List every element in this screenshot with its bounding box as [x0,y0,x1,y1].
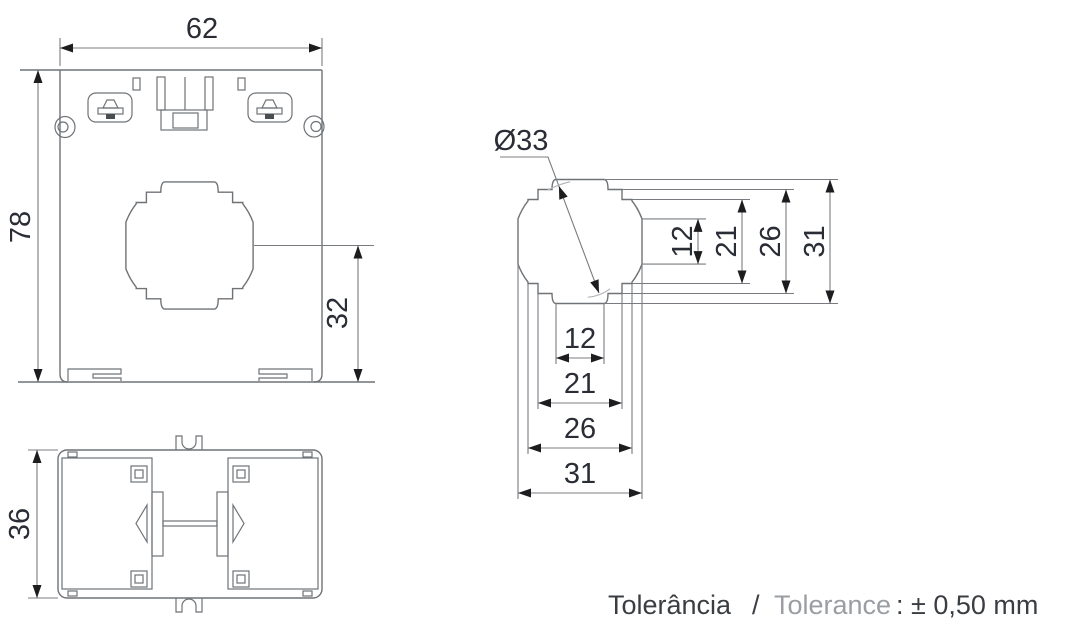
arrow-up-icon [781,189,791,203]
arrow-down-icon [825,290,835,304]
rail-clip-top [175,435,203,450]
dim-detail-horizontal-31: 31 [518,458,642,498]
front-view: 62 78 32 [5,13,375,383]
arrow-left-icon [538,398,551,408]
arrow-up-icon [737,199,747,213]
tolerance-note: Tolerância / Tolerance : ± 0,50 mm [608,590,1038,620]
diameter-leader-line [500,156,600,294]
dim-detail-vertical-21: 21 [711,199,747,284]
tolerance-value: : ± 0,50 mm [896,590,1038,620]
dim-label-front-width: 62 [186,13,218,45]
dim-detail-horizontal-21: 21 [538,368,622,408]
dim-detail-vertical-26: 26 [755,189,791,294]
tolerance-label-en: Tolerance [774,590,891,620]
dim-label-diameter: Ø33 [494,125,549,157]
dim-label-hole-offset: 32 [322,297,354,329]
dim-label: 26 [755,225,787,257]
arrow-left-icon [556,353,569,363]
front-view-seal-clip [156,76,214,131]
front-view-terminal-left [87,92,133,123]
arrow-right-icon [309,43,322,53]
latch-arrow-left-icon [135,502,148,545]
tolerance-label-pt: Tolerância [608,590,732,620]
bottom-view-corner-tabs [67,451,313,597]
arrow-up-icon [693,218,703,232]
circle-tick [587,288,611,298]
arrow-left-icon [528,443,541,453]
dim-label: 12 [667,225,699,257]
circle-tick [547,181,571,191]
front-view-window-hole [125,181,254,310]
dim-label: 12 [564,323,596,355]
dim-label: 21 [711,225,743,257]
detail-view: 12 21 26 31 12 [494,125,838,499]
dim-detail-vertical-12: 12 [667,218,703,265]
arrow-up-icon [33,70,43,83]
latch-arrow-right-icon [232,502,245,545]
front-view-terminal-slots [132,77,246,91]
dim-label-depth: 36 [4,508,36,540]
arrow-down-icon [353,369,363,382]
dim-label: 31 [564,458,596,490]
arrow-down-icon [32,585,42,598]
arrow-up-icon [353,245,363,259]
arrow-downright-icon [590,279,599,293]
bottom-view-latch [135,491,245,557]
detail-extension-lines-right [604,178,838,305]
arrow-down-icon [781,280,791,294]
din-foot-left [67,368,122,381]
dim-detail-horizontal-12: 12 [556,323,604,363]
front-view-body-outline [18,69,375,383]
arrow-up-icon [825,179,835,193]
dim-label: 31 [799,225,831,257]
arrow-left-icon [60,43,73,53]
dim-hole-offset: 32 [322,245,363,382]
dim-depth: 36 [4,449,58,599]
dim-detail-diameter: Ø33 [494,125,611,298]
tolerance-separator: / [752,590,760,620]
dim-detail-horizontal-26: 26 [528,413,632,453]
dim-front-width: 62 [59,13,323,66]
arrow-right-icon [591,353,604,363]
din-foot-right [258,368,313,381]
dim-detail-vertical-31: 31 [799,179,835,304]
rail-clip-bottom [175,598,203,613]
arrow-right-icon [629,488,642,498]
arrow-right-icon [619,443,632,453]
dim-label: 26 [564,413,596,445]
arrow-left-icon [518,488,531,498]
front-view-din-feet [67,368,313,381]
arrow-upleft-icon [558,186,568,200]
arrow-down-icon [737,270,747,284]
front-view-mounting-ear-right [303,115,325,138]
dim-label-front-height: 78 [5,211,37,243]
arrow-down-icon [33,369,43,382]
front-view-terminal-right [247,92,293,123]
dim-label: 21 [564,368,596,400]
bottom-view-screw-holes [130,465,250,588]
dim-front-height: 78 [5,70,43,382]
arrow-right-icon [609,398,622,408]
arrow-down-icon [693,251,703,265]
screw-head-icon [261,99,278,109]
bottom-view: 36 [4,435,323,613]
bottom-view-body [57,449,323,599]
detail-extension-lines-bottom [517,264,643,499]
front-view-mounting-ear-left [54,115,76,139]
arrow-up-icon [32,450,42,463]
screw-head-icon [102,99,119,109]
